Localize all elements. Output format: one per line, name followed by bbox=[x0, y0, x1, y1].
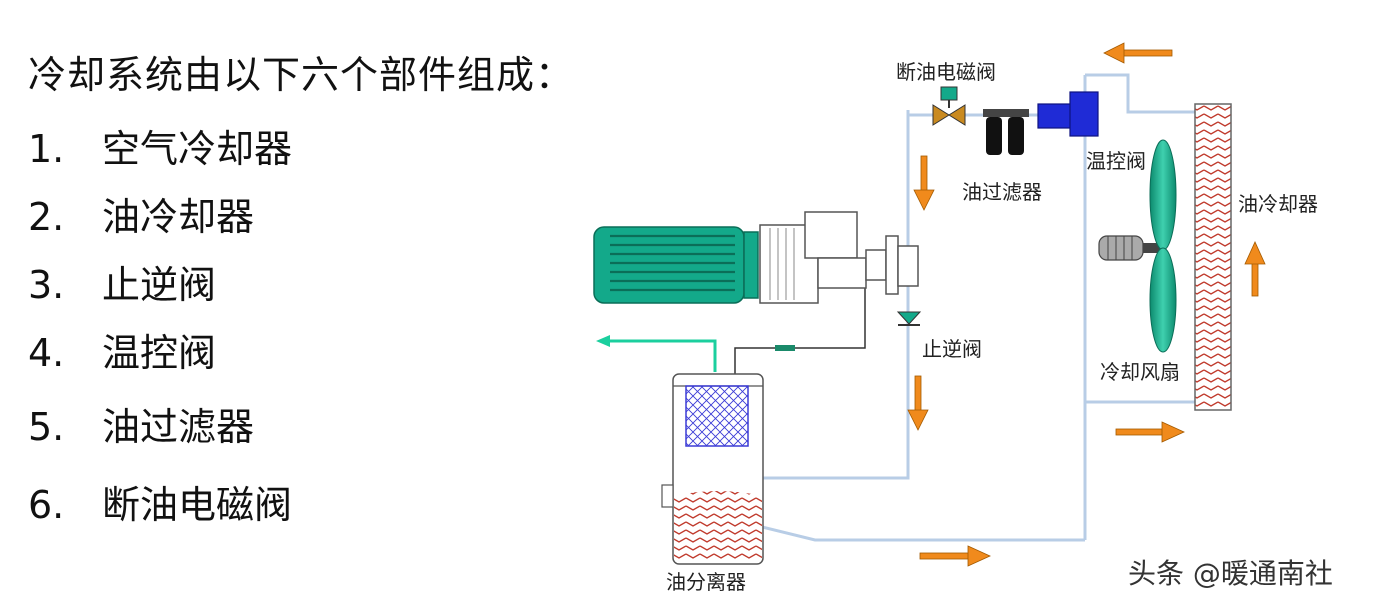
flow-arrow-right-middle bbox=[1115, 421, 1185, 443]
component-name: 温控阀 bbox=[102, 331, 217, 375]
solenoid-valve-label: 断油电磁阀 bbox=[896, 60, 996, 84]
cooling-fan bbox=[1098, 139, 1177, 353]
component-name: 空气冷却器 bbox=[102, 127, 293, 171]
oil-separator-label: 油分离器 bbox=[666, 570, 746, 594]
oil-filter-label: 油过滤器 bbox=[962, 180, 1042, 204]
flow-arrow-down-upper bbox=[913, 155, 935, 211]
component-item-5: 5. 油过滤器 bbox=[28, 396, 254, 451]
air-outlet-line bbox=[596, 335, 717, 372]
component-item-3: 3. 止逆阀 bbox=[28, 254, 216, 309]
component-name: 油过滤器 bbox=[102, 405, 255, 449]
component-item-1: 1. 空气冷却器 bbox=[28, 118, 292, 173]
check-valve-label: 止逆阀 bbox=[922, 337, 982, 361]
component-number: 2. bbox=[28, 195, 65, 239]
sight-glass bbox=[775, 345, 795, 351]
flow-arrow-down-lower bbox=[907, 375, 929, 431]
component-name: 止逆阀 bbox=[102, 263, 217, 307]
component-number: 5. bbox=[28, 405, 65, 449]
cooling-fan-label: 冷却风扇 bbox=[1100, 360, 1180, 384]
oil-cooler bbox=[1194, 103, 1232, 411]
oil-separator bbox=[661, 373, 764, 565]
component-number: 6. bbox=[28, 483, 65, 527]
component-number: 3. bbox=[28, 263, 65, 307]
thermostatic-valve bbox=[1037, 91, 1099, 137]
component-item-4: 4. 温控阀 bbox=[28, 322, 216, 377]
compressor bbox=[759, 211, 919, 304]
oil-cooler-label: 油冷却器 bbox=[1238, 192, 1318, 216]
check-valve bbox=[896, 311, 922, 326]
component-name: 油冷却器 bbox=[102, 195, 255, 239]
motor bbox=[593, 226, 759, 304]
thermostatic-valve-label: 温控阀 bbox=[1086, 149, 1146, 173]
page-title: 冷却系统由以下六个部件组成： bbox=[28, 53, 575, 97]
flow-arrow-top bbox=[1103, 42, 1173, 64]
oil-filter bbox=[983, 109, 1029, 155]
flow-arrow-up-right bbox=[1244, 241, 1266, 297]
component-item-2: 2. 油冷却器 bbox=[28, 186, 254, 241]
component-name: 断油电磁阀 bbox=[102, 483, 293, 527]
component-number: 4. bbox=[28, 331, 65, 375]
flow-arrow-right-bottom bbox=[919, 545, 991, 567]
component-item-6: 6. 断油电磁阀 bbox=[28, 474, 292, 529]
component-number: 1. bbox=[28, 127, 65, 171]
watermark: 头条 @暖通南社 bbox=[1128, 557, 1333, 590]
solenoid-valve bbox=[932, 86, 966, 126]
